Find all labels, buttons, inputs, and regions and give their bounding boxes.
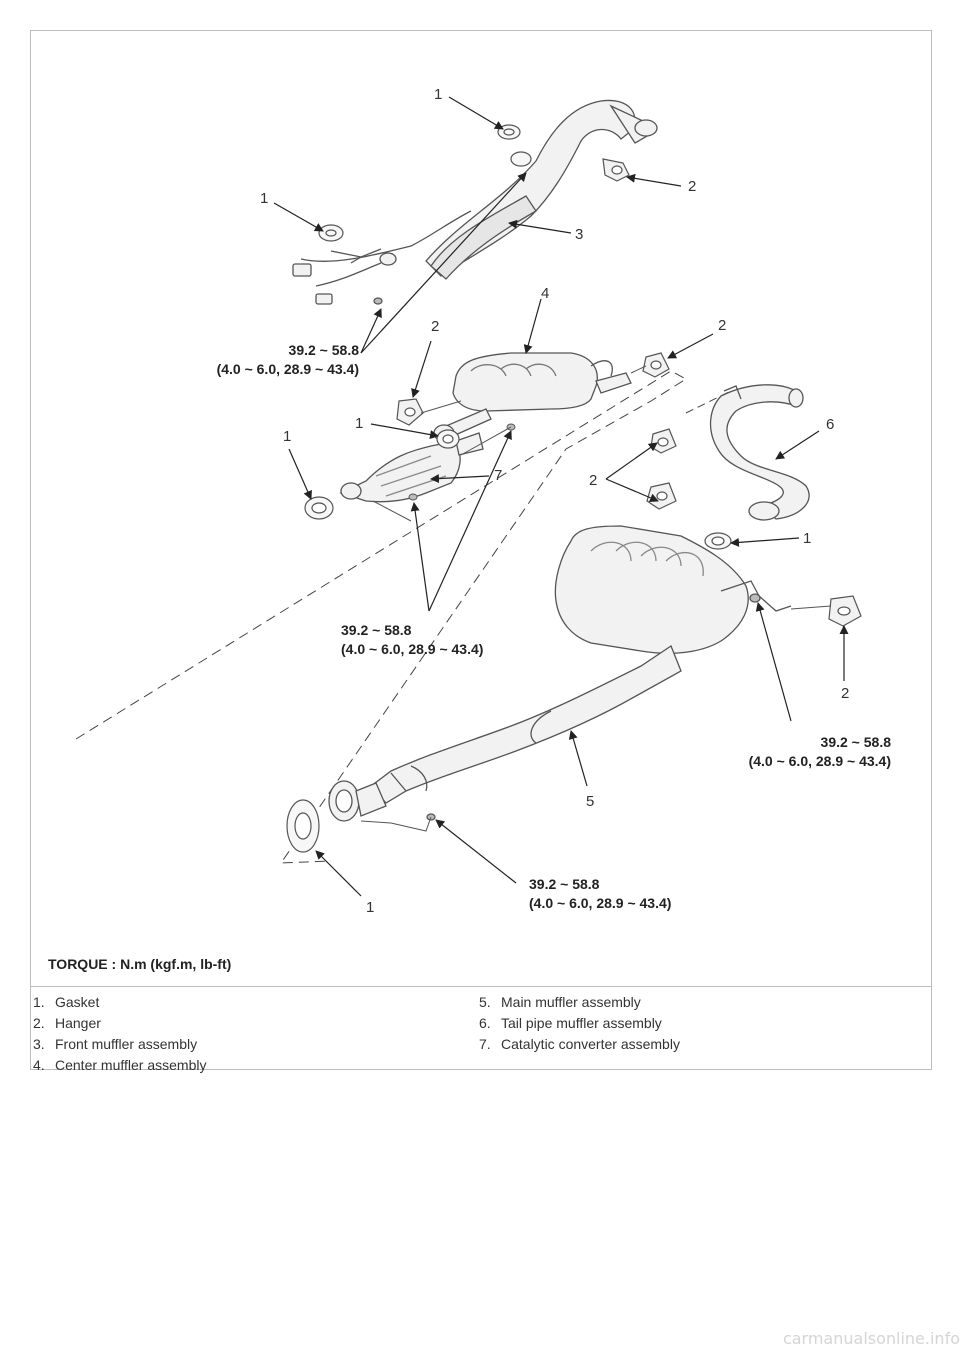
legend-item: 7.Catalytic converter assembly	[479, 1036, 680, 1052]
callout-1-bottom: 1	[366, 899, 375, 916]
leader-t1-b	[360, 172, 527, 354]
hanger-top	[602, 158, 630, 182]
parts-legend: 1.Gasket 2.Hanger 3.Front muffler assemb…	[31, 987, 931, 1073]
callout-2-main: 2	[841, 685, 850, 702]
gasket-cat-left	[304, 496, 334, 520]
leader-c7	[430, 474, 490, 484]
leader-c2-top	[626, 173, 682, 187]
leader-c2-mid-left	[411, 340, 432, 398]
gasket-bottom	[286, 799, 320, 853]
callout-1-cat-left: 1	[283, 428, 292, 445]
leader-t4	[435, 819, 517, 884]
legend-column-left: 1.Gasket 2.Hanger 3.Front muffler assemb…	[33, 992, 206, 1076]
leader-c5	[568, 730, 588, 787]
leader-c1-cat-left	[288, 448, 312, 500]
figure-frame: 1 2 1 3 4 2 2 1 1 7 6 2 1 2 5 1 39.2 ~ 5…	[30, 30, 932, 1073]
dashed-assembly-line	[75, 370, 687, 864]
main-muffler-assembly	[328, 525, 792, 822]
legend-item: 3.Front muffler assembly	[33, 1036, 198, 1052]
callout-2-mid-right: 2	[718, 317, 727, 334]
leader-c1-tail	[730, 537, 800, 547]
gasket-cat-right	[436, 429, 460, 449]
leader-t2-a	[410, 502, 430, 612]
legend-item: 6.Tail pipe muffler assembly	[479, 1015, 662, 1031]
callout-1-top: 1	[434, 86, 443, 103]
exploded-diagram: 1 2 1 3 4 2 2 1 1 7 6 2 1 2 5 1 39.2 ~ 5…	[31, 31, 931, 987]
leader-c1-left-upper	[273, 202, 324, 232]
callout-7: 7	[494, 467, 503, 484]
torque-spec-main-front: 39.2 ~ 58.8 (4.0 ~ 6.0, 28.9 ~ 43.4)	[529, 876, 672, 911]
torque-spec-front: 39.2 ~ 58.8 (4.0 ~ 6.0, 28.9 ~ 43.4)	[216, 342, 359, 377]
dashed-assembly-line-2	[685, 389, 733, 414]
leader-c3	[508, 219, 572, 234]
leader-c2-mid-right	[667, 333, 714, 359]
torque-unit-legend: TORQUE : N.m (kgf.m, lb-ft)	[48, 956, 232, 972]
leader-c1-cat-right	[370, 423, 439, 440]
leader-c1-top	[448, 96, 504, 130]
callout-1-tail: 1	[803, 530, 812, 547]
torque-spec-main-rear: 39.2 ~ 58.8 (4.0 ~ 6.0, 28.9 ~ 43.4)	[748, 734, 891, 769]
gasket-tail	[704, 532, 732, 550]
leader-t1-a	[360, 308, 382, 354]
leader-t2-b	[428, 430, 512, 612]
torque-spec-catalytic: 39.2 ~ 58.8 (4.0 ~ 6.0, 28.9 ~ 43.4)	[341, 622, 484, 657]
center-muffler-assembly	[433, 352, 632, 442]
callout-1-left-upper: 1	[260, 190, 269, 207]
callout-3: 3	[575, 226, 584, 243]
hanger-mid-left	[396, 398, 424, 426]
legend-column-right: 5.Main muffler assembly 6.Tail pipe muff…	[479, 992, 680, 1055]
hanger-tail-lower	[646, 482, 677, 510]
legend-item: 2.Hanger	[33, 1015, 101, 1031]
tail-pipe-muffler-assembly	[709, 384, 810, 521]
gasket-top	[497, 124, 532, 167]
hanger-main	[828, 595, 862, 627]
catalytic-converter-assembly	[339, 432, 484, 503]
legend-item: 5.Main muffler assembly	[479, 994, 641, 1010]
callout-6: 6	[826, 416, 835, 433]
leader-c2-tail-a	[605, 478, 659, 503]
callout-1-cat-right: 1	[355, 415, 364, 432]
leader-c4	[523, 298, 542, 354]
callout-2-top: 2	[688, 178, 697, 195]
exhaust-system-drawing	[75, 96, 862, 897]
leader-c6	[775, 430, 820, 460]
legend-item: 4.Center muffler assembly	[33, 1057, 207, 1073]
hanger-tail-upper	[650, 428, 677, 454]
hanger-mid-right	[642, 352, 670, 378]
leader-c2-tail-b	[605, 442, 658, 480]
gasket-left-upper	[318, 224, 344, 242]
watermark: carmanualsonline.info	[782, 1329, 960, 1348]
legend-item: 1.Gasket	[33, 994, 100, 1010]
leader-c1-bottom	[315, 850, 362, 897]
leader-t3	[755, 602, 792, 722]
callout-2-mid-left: 2	[431, 318, 440, 335]
callout-2-tail: 2	[589, 472, 598, 489]
callout-4: 4	[541, 285, 550, 302]
front-muffler-assembly	[292, 99, 658, 305]
callout-5: 5	[586, 793, 595, 810]
